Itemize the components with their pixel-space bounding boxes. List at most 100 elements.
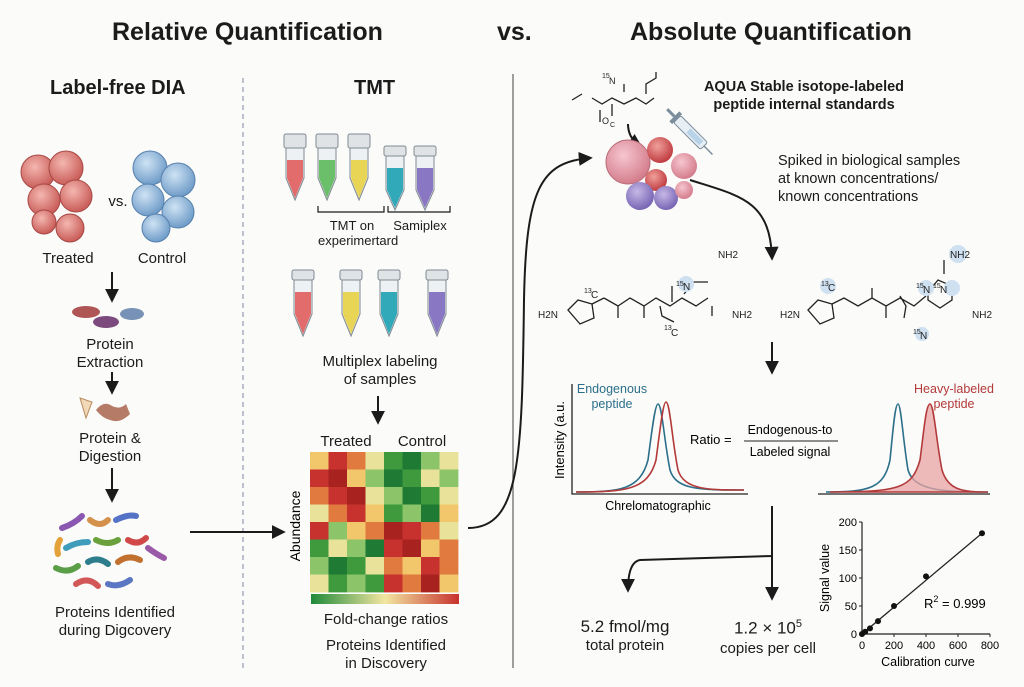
heatmap-cell [347, 469, 366, 488]
control-cells-icon [131, 150, 196, 243]
heatmap-cell [365, 522, 385, 540]
mol-left-n15: 15 [676, 281, 684, 288]
mol-right-nh2b: NH2 [972, 310, 992, 321]
heatmap-cell [384, 539, 403, 558]
samiplex-label: Samiplex [393, 218, 447, 233]
highlight-n15-right [918, 280, 934, 296]
mol-left-h2n: H2N [538, 310, 558, 321]
heatmap-cell [328, 574, 348, 593]
label-free-title: Label-free DIA [50, 77, 186, 99]
colorbar [311, 594, 459, 604]
colorbar-label: Fold-change ratios [323, 611, 449, 628]
y-tick-label: 0 [851, 629, 857, 641]
treated-cells-icon [20, 150, 93, 243]
peptide-structure-left [567, 281, 713, 325]
protein-digestion-label: Protein &Digestion [78, 430, 142, 465]
tmt-title: TMT [354, 77, 396, 99]
heatmap-cell [439, 469, 459, 488]
y-tick-label: 100 [839, 573, 857, 585]
highlight-n15-left [678, 276, 694, 292]
spiked-cells-icon [605, 137, 697, 210]
result-copies: 1.2 × 105 copies per cell [720, 618, 816, 657]
heatmap-cell [347, 557, 366, 575]
x-tick-label: 400 [917, 640, 935, 652]
heatmap-cell [439, 522, 459, 540]
heatmap-cell [402, 469, 422, 488]
highlight-c13-right [820, 278, 836, 294]
heatmap-cell [310, 469, 329, 488]
heatmap-cell [365, 557, 385, 575]
digestion-icon [79, 397, 130, 422]
heatmap-cell [421, 504, 440, 523]
heatmap-cell [365, 504, 385, 523]
heatmap-cell [328, 504, 348, 523]
cells-vs-label: vs. [108, 193, 128, 210]
chromatogram-right [818, 403, 990, 495]
arrow-to-fmol [621, 506, 773, 593]
data-point [891, 603, 897, 609]
heatmap-cell [384, 574, 403, 593]
fit-line [861, 532, 983, 635]
control-label: Control [137, 250, 187, 267]
y-tick-label: 200 [839, 517, 857, 529]
heatmap-cell [421, 557, 440, 575]
arrow-cells-to-peptides [689, 179, 779, 261]
x-tick-label: 200 [885, 640, 903, 652]
mol-left-c: C [591, 290, 598, 301]
molecule-top [571, 72, 657, 122]
heatmap-cell [328, 487, 348, 505]
heatmap-cell [402, 539, 422, 558]
heatmap-cell [421, 539, 440, 558]
heatmap-ylabel: Abundance [287, 490, 303, 561]
highlight-nh-right [944, 280, 960, 296]
heatmap-cell [421, 452, 440, 470]
heatmap-cell [365, 574, 385, 593]
x-tick-label: 600 [949, 640, 967, 652]
mol-right-n: N [923, 285, 930, 296]
result-fmol: 5.2 fmol/mg total protein [580, 617, 670, 654]
mol-left-nh2: NH2 [718, 250, 738, 261]
heatmap-cell [328, 452, 348, 470]
highlight-nh2-right [949, 245, 967, 263]
heatmap-cell [310, 539, 329, 558]
heatmap-cell [347, 487, 366, 505]
heatmap-cell [402, 522, 422, 540]
x-tick-label: 0 [859, 640, 865, 652]
heatmap-control-label: Control [397, 433, 447, 450]
y-tick-label: 150 [839, 545, 857, 557]
tmt-bracket [317, 206, 451, 213]
mol-right-h2n: H2N [780, 310, 800, 321]
heatmap-cell [328, 557, 348, 575]
heatmap-cell [365, 452, 385, 470]
heatmap-cell [384, 487, 403, 505]
heatmap-cell [328, 539, 348, 558]
mol-right-n15c: 15 [933, 283, 941, 290]
heatmap-cell [310, 557, 329, 575]
mol-top-c: C [610, 122, 615, 129]
peptides-icon [53, 512, 167, 589]
absolute-title: Absolute Quantification [630, 18, 912, 46]
mol-right-n15: 15 [916, 283, 924, 290]
data-point [862, 628, 869, 635]
heatmap-cell [439, 487, 459, 505]
data-point [867, 625, 873, 632]
heatmap-cell [421, 487, 440, 505]
heatmap-cell [365, 487, 385, 505]
ratio-label: Ratio = [690, 432, 732, 447]
mol-right-c: C [828, 283, 835, 294]
syringe-icon [666, 108, 714, 156]
heatmap-treated-label: Treated [320, 433, 372, 450]
multiplex-tubes-icon [291, 269, 449, 338]
x-tick-label: 800 [981, 640, 999, 652]
heatmap-cell [310, 487, 329, 505]
y-tick-label: 50 [845, 601, 857, 613]
protein-blobs-icon [72, 306, 144, 328]
heatmap-cell [402, 487, 422, 505]
mol-left-nh2b: NH2 [732, 310, 752, 321]
mol-top-o: O [602, 116, 609, 126]
